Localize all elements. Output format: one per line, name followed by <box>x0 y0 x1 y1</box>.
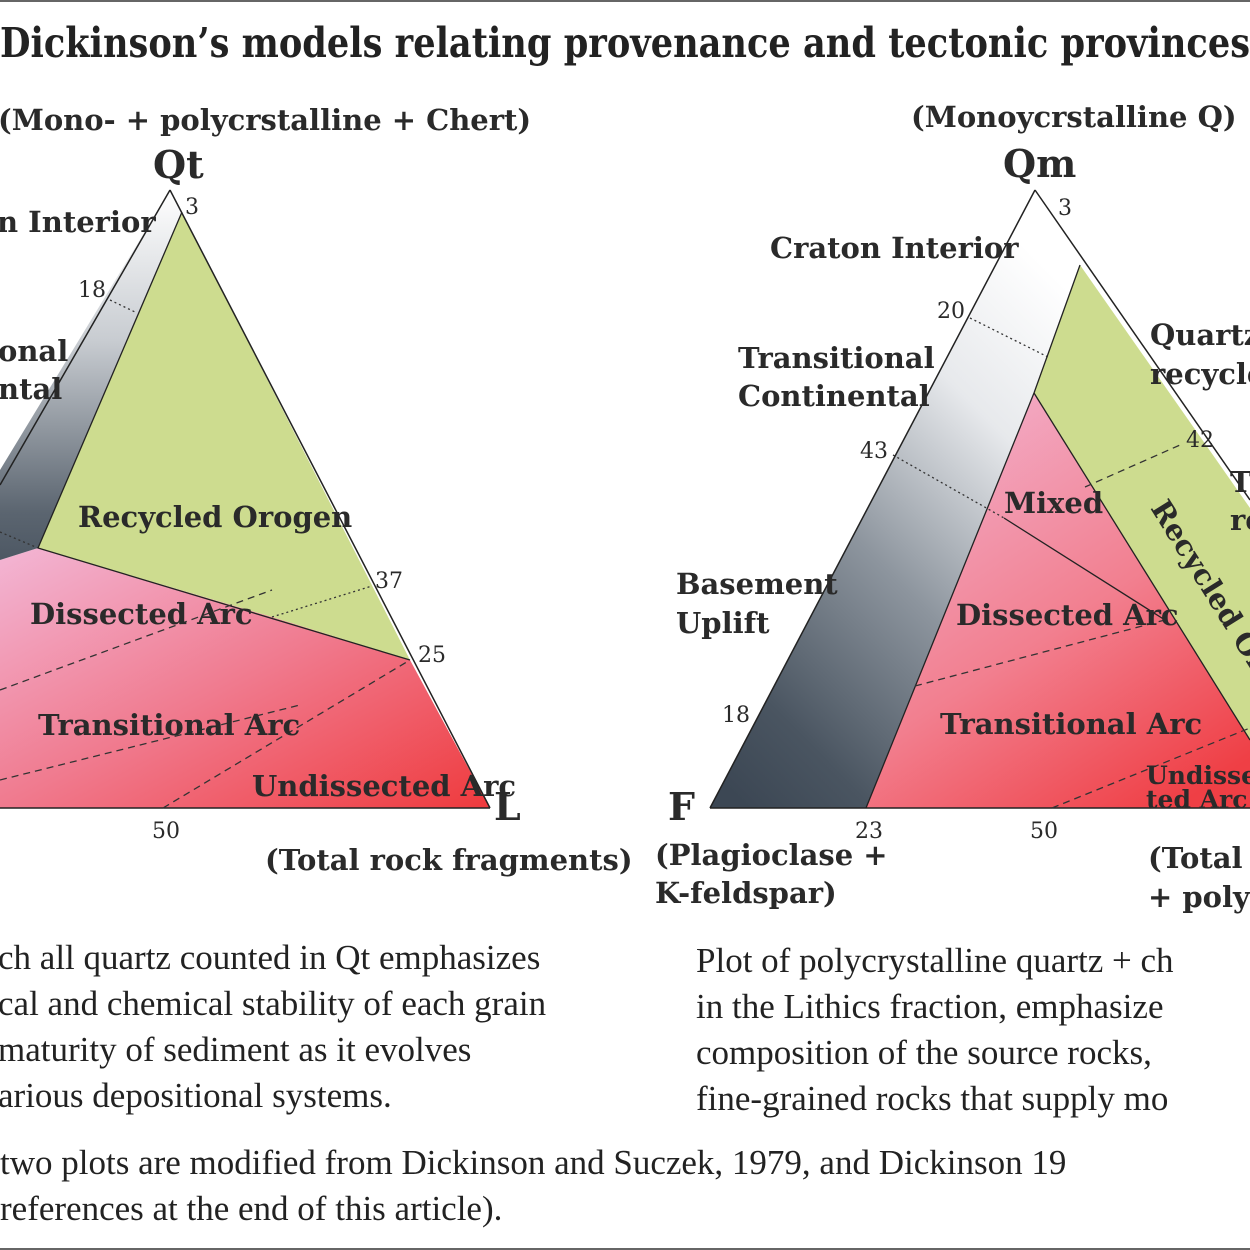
right-label-mixed: Mixed <box>1004 486 1103 520</box>
right-right-axis-description-2: + polyc <box>1148 880 1250 914</box>
left-apex-qt: Qt <box>153 142 204 187</box>
left-label-transitional-2: ntal <box>0 372 62 406</box>
right-label-dissected-arc: Dissected Arc <box>956 598 1179 632</box>
right-tick-43: 43 <box>860 439 888 464</box>
left-right-axis-description: (Total rock fragments) <box>265 843 633 877</box>
left-label-transitional-1: onal <box>0 334 68 368</box>
footer-line: two plots are modified from Dickinson an… <box>0 1143 1067 1182</box>
right-apex-qm: Qm <box>1003 141 1076 186</box>
left-top-axis-description: (Mono- + polycrstalline + Chert) <box>0 103 531 137</box>
right-label-undissected-arc-1: Undisse <box>1146 761 1250 790</box>
caption-right-line: composition of the source rocks, <box>696 1033 1152 1072</box>
caption-left-line: arious depositional systems. <box>0 1076 392 1115</box>
left-label-transitional-arc: Transitional Arc <box>38 708 300 742</box>
right-red-zone <box>866 393 1250 808</box>
caption-left-line: ch all quartz counted in Qt emphasizes <box>0 938 541 977</box>
right-green-zone <box>1034 265 1250 740</box>
caption-right-line: fine-grained rocks that supply mo <box>696 1079 1169 1118</box>
left-tick-50: 50 <box>152 819 180 844</box>
caption-right-line: in the Lithics fraction, emphasize <box>696 987 1164 1026</box>
right-label-basement-uplift-2: Uplift <box>676 606 770 640</box>
caption-left: ch all quartz counted in Qt emphasizes c… <box>0 935 546 1119</box>
right-label-quartzose-2: recycle <box>1150 357 1250 391</box>
right-label-craton-interior: Craton Interior <box>770 231 1019 265</box>
right-label-transitional-continental-1: Transitional <box>738 341 935 375</box>
right-grey-zone <box>710 190 1080 808</box>
footer-line: references at the end of this article). <box>0 1189 503 1228</box>
right-label-quartzose-1: Quartz <box>1150 318 1250 352</box>
left-label-dissected-arc: Dissected Arc <box>30 597 253 631</box>
page-title: Dickinson’s models relating provenance a… <box>0 19 1250 67</box>
caption-right: Plot of polycrystalline quartz + ch in t… <box>696 938 1174 1122</box>
right-label-transitional-continental-2: Continental <box>738 379 930 413</box>
caption-right-line: Plot of polycrystalline quartz + ch <box>696 941 1174 980</box>
right-label-transitional-recycled-1: T <box>1230 465 1250 499</box>
left-green-zone <box>38 212 410 660</box>
footer-note: two plots are modified from Dickinson an… <box>0 1140 1066 1232</box>
caption-left-line: cal and chemical stability of each grain <box>0 984 547 1023</box>
right-label-basement-uplift-1: Basement <box>676 567 838 601</box>
left-label-recycled-orogen: Recycled Orogen <box>78 500 352 534</box>
caption-left-line: maturity of sediment as it evolves <box>0 1030 472 1069</box>
left-qtfl-diagram: (Mono- + polycrstalline + Chert) Qt L (T… <box>0 103 633 877</box>
right-left-axis-description-2: K-feldspar) <box>655 876 837 910</box>
left-label-undissected-arc: Undissected Arc <box>252 769 516 803</box>
left-apex-l: L <box>494 784 521 829</box>
right-label-undissected-arc-2: ted Arc <box>1146 785 1247 814</box>
right-left-axis-description-1: (Plagioclase + <box>655 838 888 872</box>
right-top-axis-description: (Monoycrstalline Q) <box>911 100 1237 134</box>
right-label-transitional-recycled-2: re <box>1230 503 1250 537</box>
left-label-craton-interior: n Interior <box>0 205 156 239</box>
left-grey-zone <box>0 190 182 620</box>
left-tick-37: 37 <box>375 569 403 594</box>
right-qmflt-diagram: (Monoycrstalline Q) Qm F (Plagioclase + … <box>655 100 1250 914</box>
right-right-axis-description-1: (Total r <box>1148 841 1250 875</box>
left-tick-3: 3 <box>185 195 199 220</box>
right-tick-3: 3 <box>1058 196 1072 221</box>
right-tick-23: 23 <box>855 819 883 844</box>
left-tick-25: 25 <box>418 643 446 668</box>
right-tick-20: 20 <box>937 299 965 324</box>
right-tick-18: 18 <box>722 703 750 728</box>
left-tick-18: 18 <box>78 278 106 303</box>
right-label-transitional-arc: Transitional Arc <box>940 707 1202 741</box>
right-tick-42: 42 <box>1186 428 1214 453</box>
right-tick-50: 50 <box>1030 819 1058 844</box>
left-red-zone <box>0 548 490 808</box>
right-apex-f: F <box>668 784 695 829</box>
